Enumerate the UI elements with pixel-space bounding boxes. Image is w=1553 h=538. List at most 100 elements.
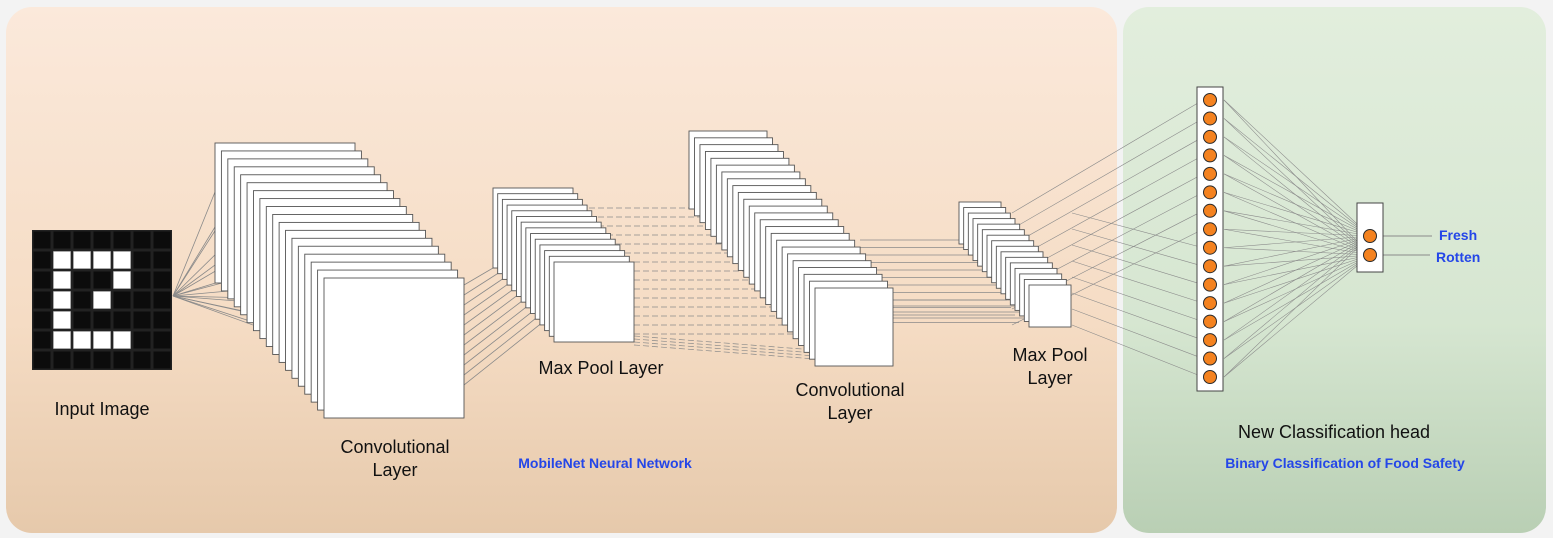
input-pixel xyxy=(153,351,171,369)
dense-neuron xyxy=(1203,240,1217,255)
connection-line xyxy=(1223,210,1371,237)
dense-neuron xyxy=(1203,333,1217,348)
dense-neuron xyxy=(1203,148,1217,163)
connection-line xyxy=(633,344,816,360)
input-pixel xyxy=(33,311,51,329)
input-pixel xyxy=(73,231,91,249)
input-pixel xyxy=(113,311,131,329)
input-pixel xyxy=(73,251,91,269)
connection-line xyxy=(1223,99,1371,237)
input-pixel xyxy=(113,291,131,309)
input-pixel xyxy=(93,291,111,309)
input-pixel xyxy=(73,271,91,289)
input-pixel xyxy=(153,291,171,309)
dense-neuron xyxy=(1203,185,1217,200)
input-pixel xyxy=(73,291,91,309)
dense-neuron xyxy=(1203,166,1217,181)
max-pool-2-label-line1: Max Pool xyxy=(1012,345,1088,365)
dense-neuron xyxy=(1203,314,1217,329)
connection-line xyxy=(463,277,505,306)
connection-line xyxy=(1011,99,1204,214)
input-pixel xyxy=(133,311,151,329)
input-pixel xyxy=(153,251,171,269)
input-pixel xyxy=(133,351,151,369)
connection-line xyxy=(463,272,499,296)
connection-line xyxy=(633,335,816,351)
mobilenet-caption: MobileNet Neural Network xyxy=(518,455,692,471)
connection-line xyxy=(1071,228,1204,267)
input-pixel xyxy=(113,231,131,249)
connection-line xyxy=(1071,324,1204,378)
input-pixel xyxy=(33,351,51,369)
input-pixel xyxy=(33,331,51,349)
conv-layer-2-feature-map xyxy=(814,287,894,367)
dense-neuron xyxy=(1203,203,1217,218)
connection-line xyxy=(1223,228,1371,237)
connection-line xyxy=(463,312,543,376)
input-pixel xyxy=(53,271,71,289)
input-pixel xyxy=(53,231,71,249)
connection-line xyxy=(463,302,532,356)
connection-line xyxy=(1223,235,1371,341)
input-pixel xyxy=(133,251,151,269)
input-pixel xyxy=(113,271,131,289)
input-pixel xyxy=(33,271,51,289)
conv-layer-1-label: Convolutional Layer xyxy=(310,436,480,482)
connection-line xyxy=(1223,235,1371,304)
connection-line xyxy=(1011,136,1204,246)
conv-layer-1-label-line2: Layer xyxy=(372,460,418,480)
connection-line xyxy=(1223,235,1371,285)
dense-neuron xyxy=(1203,351,1217,366)
input-pixel xyxy=(93,231,111,249)
connection-line xyxy=(1071,212,1204,249)
connection-line xyxy=(1071,260,1204,304)
input-pixel xyxy=(113,351,131,369)
input-pixel xyxy=(153,331,171,349)
connection-line xyxy=(633,338,816,354)
connection-line xyxy=(463,287,516,326)
max-pool-2-label-line2: Layer xyxy=(1027,368,1073,388)
connection-line xyxy=(1223,254,1371,378)
max-pool-1-feature-map xyxy=(553,261,635,343)
input-pixel xyxy=(53,351,71,369)
connection-line xyxy=(1071,244,1204,285)
dense-neuron xyxy=(1203,111,1217,126)
output-neuron xyxy=(1363,229,1377,243)
conv-layer-2-label-line1: Convolutional xyxy=(795,380,905,400)
conv-layer-1-label-line1: Convolutional xyxy=(340,437,450,457)
connection-line xyxy=(1223,173,1371,237)
input-pixel xyxy=(93,271,111,289)
input-pixel xyxy=(73,351,91,369)
input-pixel xyxy=(53,251,71,269)
connection-line xyxy=(1223,235,1371,267)
connection-line xyxy=(1223,118,1371,237)
connection-line xyxy=(1011,118,1204,230)
input-pixel xyxy=(33,251,51,269)
connection-line xyxy=(1223,235,1371,378)
connection-line xyxy=(172,191,216,297)
input-pixel xyxy=(133,231,151,249)
input-pixel xyxy=(33,231,51,249)
dense-neuron xyxy=(1203,370,1217,384)
connection-line xyxy=(1223,235,1371,359)
connection-line xyxy=(1071,276,1204,322)
input-image-label: Input Image xyxy=(54,399,150,419)
input-pixel xyxy=(113,331,131,349)
connection-line xyxy=(1071,308,1204,359)
input-pixel xyxy=(53,331,71,349)
input-pixel xyxy=(33,291,51,309)
dense-neuron xyxy=(1203,222,1217,237)
connection-line xyxy=(1223,235,1371,249)
classification-head-title: New Classification head xyxy=(1237,422,1431,442)
connection-line xyxy=(1223,155,1371,237)
conv-layer-2-label-line2: Layer xyxy=(827,403,873,423)
dense-neuron xyxy=(1203,259,1217,274)
input-pixel xyxy=(113,251,131,269)
dense-neuron xyxy=(1203,129,1217,144)
input-pixel xyxy=(53,291,71,309)
conv-layer-1-feature-map xyxy=(323,277,465,419)
input-pixel xyxy=(93,331,111,349)
connection-line xyxy=(463,292,521,336)
connection-line xyxy=(1223,136,1371,237)
input-pixel xyxy=(133,291,151,309)
